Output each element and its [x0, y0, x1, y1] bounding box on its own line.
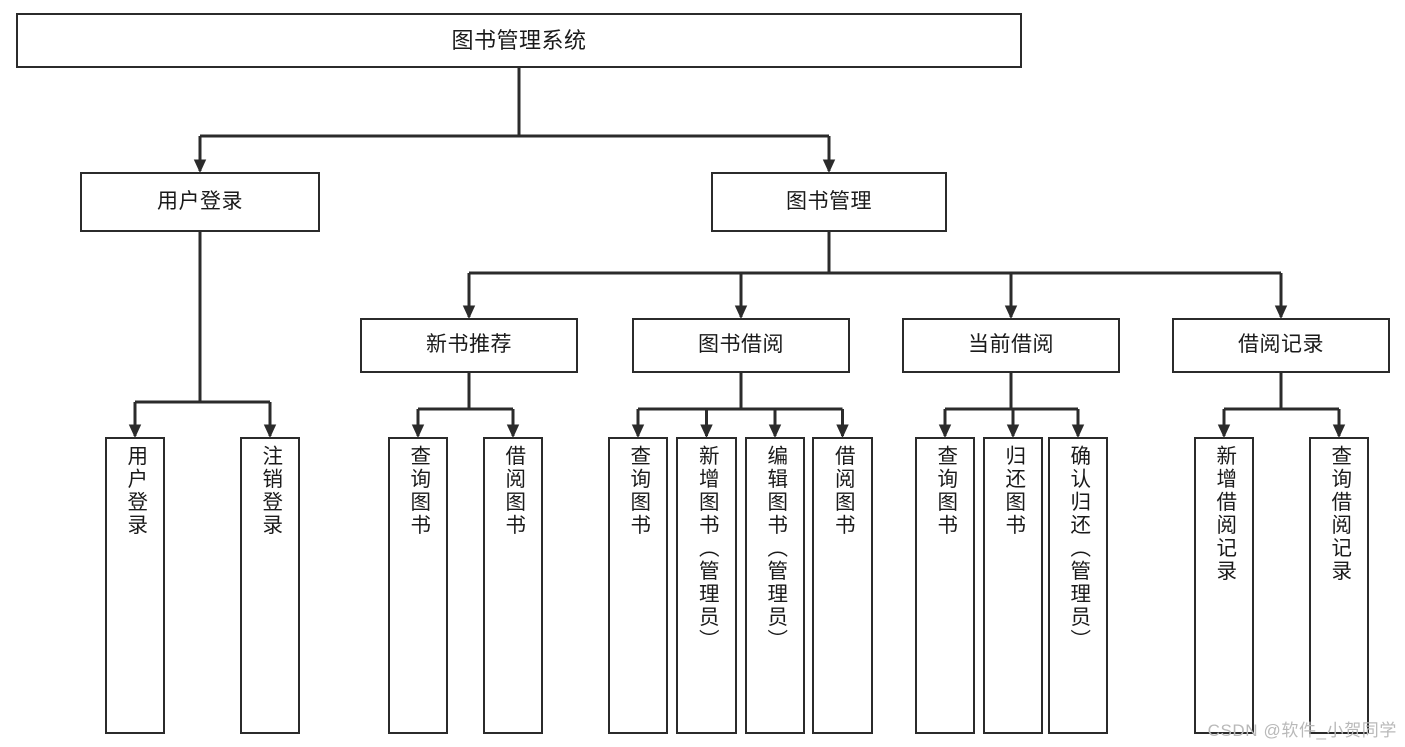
node-book-borrow[interactable]: 图书借阅: [632, 318, 850, 373]
node-label: 用户登录: [123, 445, 147, 537]
node-current-borrow[interactable]: 当前借阅: [902, 318, 1120, 373]
node-label: 图书管理: [786, 189, 872, 213]
node-leaf-add-book-admin[interactable]: 新增图书（管理员）: [676, 437, 737, 734]
node-leaf-query-borrow-record[interactable]: 查询借阅记录: [1309, 437, 1369, 734]
node-label: 查询图书: [406, 445, 430, 537]
node-label: 查询借阅记录: [1327, 445, 1351, 583]
node-label: 图书管理系统: [451, 27, 587, 53]
node-leaf-return-book[interactable]: 归还图书: [983, 437, 1043, 734]
node-leaf-add-borrow-record[interactable]: 新增借阅记录: [1194, 437, 1254, 734]
node-label: 查询图书: [933, 445, 957, 537]
node-label: 借阅图书: [501, 445, 525, 537]
node-label: 借阅图书: [831, 445, 855, 537]
node-label: 新增图书（管理员）: [695, 445, 719, 652]
node-label: 查询图书: [626, 445, 650, 537]
node-label: 用户登录: [157, 189, 243, 213]
node-label: 编辑图书（管理员）: [763, 445, 787, 652]
node-borrow-record[interactable]: 借阅记录: [1172, 318, 1390, 373]
node-label: 借阅记录: [1238, 333, 1324, 357]
node-label: 注销登录: [258, 445, 282, 537]
node-leaf-query-book-2[interactable]: 查询图书: [608, 437, 668, 734]
node-new-book-rec[interactable]: 新书推荐: [360, 318, 578, 373]
node-leaf-edit-book-admin[interactable]: 编辑图书（管理员）: [745, 437, 805, 734]
node-label: 当前借阅: [968, 333, 1054, 357]
node-leaf-user-login[interactable]: 用户登录: [105, 437, 165, 734]
node-leaf-borrow-book-2[interactable]: 借阅图书: [812, 437, 873, 734]
node-leaf-query-book-1[interactable]: 查询图书: [388, 437, 448, 734]
node-book-manage[interactable]: 图书管理: [711, 172, 947, 232]
node-label: 新书推荐: [426, 333, 512, 357]
node-label: 图书借阅: [698, 333, 784, 357]
node-label: 新增借阅记录: [1212, 445, 1236, 583]
node-label: 确认归还（管理员）: [1066, 445, 1090, 652]
node-user-login[interactable]: 用户登录: [80, 172, 320, 232]
node-root[interactable]: 图书管理系统: [16, 13, 1022, 68]
node-leaf-query-book-3[interactable]: 查询图书: [915, 437, 975, 734]
node-label: 归还图书: [1001, 445, 1025, 537]
node-leaf-logout[interactable]: 注销登录: [240, 437, 300, 734]
node-leaf-confirm-return-admin[interactable]: 确认归还（管理员）: [1048, 437, 1108, 734]
node-leaf-borrow-book-1[interactable]: 借阅图书: [483, 437, 543, 734]
